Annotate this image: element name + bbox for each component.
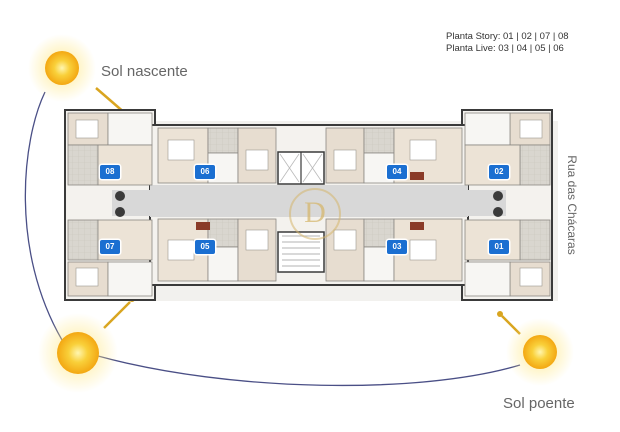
apartment-layouts (67, 112, 551, 297)
unit-badge-01: 01 (489, 240, 509, 254)
sun-icon-noon (38, 313, 118, 393)
watermark-logo: D (289, 188, 341, 240)
sun-path-line (24, 91, 63, 341)
legend-live: Planta Live: 03 | 04 | 05 | 06 (446, 43, 564, 54)
sunset-label: Sol poente (503, 395, 575, 412)
street-label: Rua das Chácaras (562, 150, 582, 260)
unit-badge-04: 04 (387, 165, 407, 179)
unit-badge-05: 05 (195, 240, 215, 254)
legend-story: Planta Story: 01 | 02 | 07 | 08 (446, 31, 569, 42)
street-name: Rua das Chácaras (565, 155, 579, 255)
unit-badge-06: 06 (195, 165, 215, 179)
furniture-accents (75, 119, 543, 287)
sun-icon-sunset (506, 318, 574, 386)
unit-badge-03: 03 (387, 240, 407, 254)
unit-badge-08: 08 (100, 165, 120, 179)
noon-arrow (103, 301, 131, 329)
floor-plan-legend: Planta Story: 01 | 02 | 07 | 08 Planta L… (446, 31, 569, 55)
unit-badge-07: 07 (100, 240, 120, 254)
unit-badge-02: 02 (489, 165, 509, 179)
sun-icon-sunrise (28, 34, 96, 102)
sunrise-label: Sol nascente (101, 63, 188, 80)
sun-path-line-bottom (97, 355, 521, 387)
ac-units (115, 191, 503, 217)
